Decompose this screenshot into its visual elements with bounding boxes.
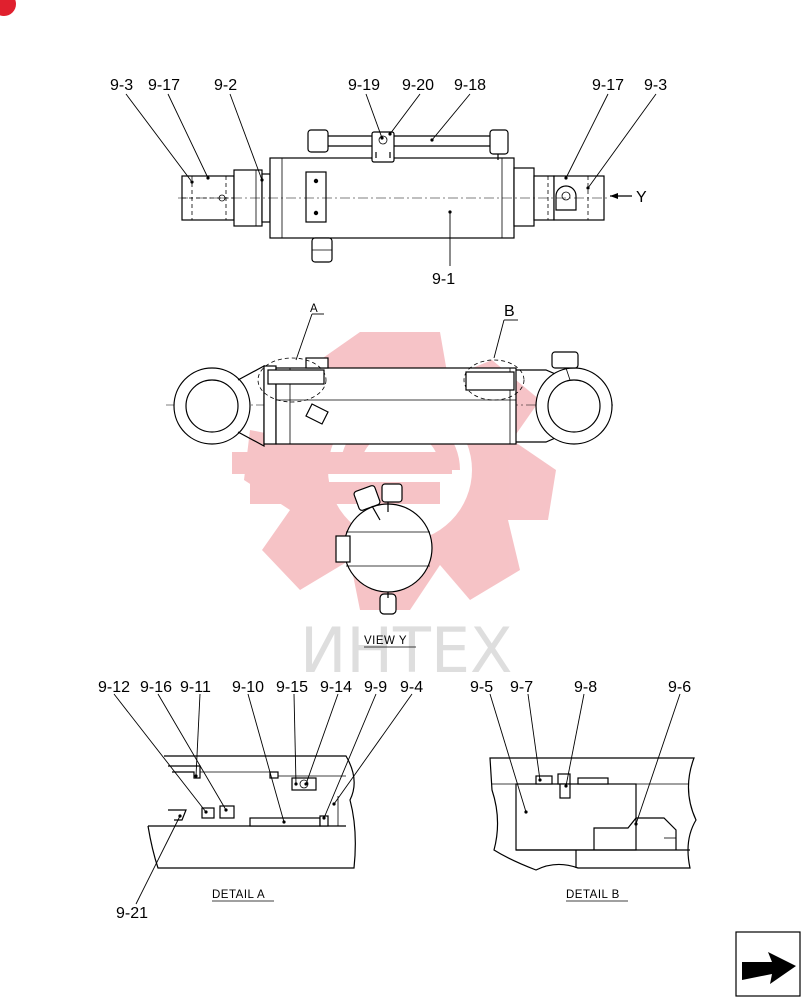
side-view: A B: [166, 303, 616, 448]
callout-b: B: [504, 303, 515, 320]
label-top-9-19: 9-19: [348, 77, 380, 94]
label-a-9-10: 9-10: [232, 679, 264, 696]
label-top-9-3-left: 9-3: [110, 77, 133, 94]
view-y: VIEW Y: [335, 483, 433, 648]
label-a-9-14: 9-14: [320, 679, 352, 696]
label-a-9-16: 9-16: [140, 679, 172, 696]
label-a-9-21: 9-21: [116, 905, 148, 922]
label-a-9-12: 9-12: [98, 679, 130, 696]
label-top-9-17-left: 9-17: [148, 77, 180, 94]
label-top-9-2: 9-2: [214, 77, 237, 94]
watermark-text: ИНТЕХ: [300, 614, 513, 687]
detail-b: 9-5 9-7 9-8 9-6 DETAIL B: [470, 679, 697, 902]
label-a-9-4: 9-4: [400, 679, 423, 696]
callout-a: A: [310, 303, 318, 315]
label-top-9-20: 9-20: [402, 77, 434, 94]
label-a-9-11: 9-11: [180, 679, 211, 696]
detail-a: 9-12 9-16 9-11 9-10 9-15 9-14 9-9 9-4 9-…: [98, 679, 423, 922]
label-top-9-1: 9-1: [432, 271, 455, 288]
label-b-9-8: 9-8: [574, 679, 597, 696]
label-b-9-5: 9-5: [470, 679, 493, 696]
view-y-caption: VIEW Y: [364, 635, 407, 647]
label-top-9-18: 9-18: [454, 77, 486, 94]
detail-b-caption: DETAIL B: [566, 889, 620, 901]
label-top-9-3-right: 9-3: [644, 77, 667, 94]
label-a-9-9: 9-9: [364, 679, 387, 696]
label-b-9-7: 9-7: [510, 679, 533, 696]
detail-a-caption: DETAIL A: [212, 889, 265, 901]
label-a-9-15: 9-15: [276, 679, 308, 696]
label-top-9-17-right: 9-17: [592, 77, 624, 94]
nav-next-button[interactable]: [735, 931, 801, 997]
label-b-9-6: 9-6: [668, 679, 691, 696]
nav-next-arrow-icon: [742, 952, 796, 984]
corner-badge-icon: [0, 0, 16, 16]
top-view: Y 9-3 9-17 9-2 9-19 9-20 9-18 9-17 9-3 9…: [110, 77, 667, 288]
view-arrow-label: Y: [636, 189, 647, 206]
